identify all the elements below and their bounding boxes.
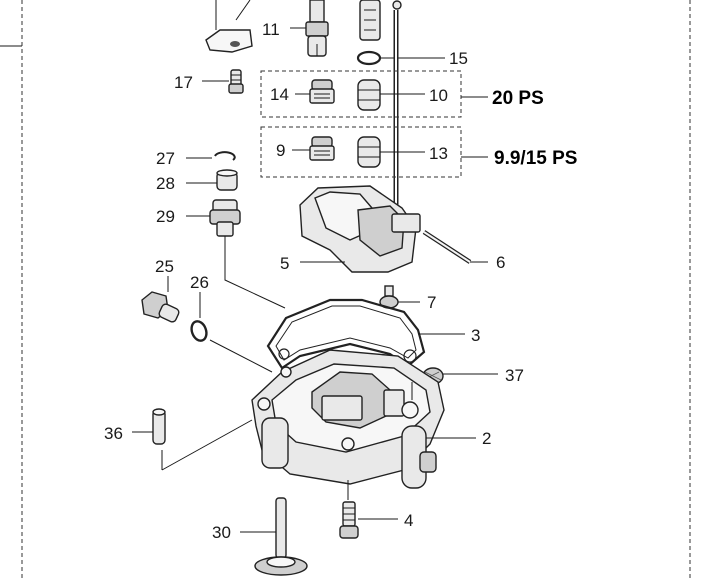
part-36-pin [132, 408, 253, 471]
page-border [0, 0, 691, 578]
group-20ps-box [260, 70, 488, 118]
part-6-float-pin [422, 230, 488, 264]
callout-17: 17 [174, 73, 193, 92]
part-2-float-chamber [251, 349, 476, 489]
variant-label-9915ps: 9.9/15 PS [494, 148, 577, 169]
part-17-screw [202, 69, 244, 94]
callout-6: 6 [496, 253, 505, 272]
callout-11: 11 [262, 20, 280, 39]
callout-30: 30 [212, 523, 231, 542]
callout-9: 9 [276, 141, 285, 160]
part-10-jet-holder [357, 79, 425, 111]
part-11-pilot-jet [290, 0, 329, 57]
part-28-cap [186, 169, 238, 191]
part-29-needle-valve [186, 199, 286, 309]
part-bracket [205, 0, 253, 53]
callout-labels: 11 15 17 14 10 9 13 27 28 29 5 6 25 26 7… [104, 20, 577, 542]
part-26-washer [190, 292, 273, 373]
variant-label-20ps: 20 PS [492, 88, 544, 109]
part-14-main-jet [295, 79, 335, 104]
callout-28: 28 [156, 174, 175, 193]
callout-2: 2 [482, 429, 491, 448]
callout-3: 3 [471, 326, 480, 345]
callout-13: 13 [429, 144, 448, 163]
callout-14: 14 [270, 85, 289, 104]
callout-4: 4 [404, 511, 413, 530]
part-4-screw [339, 480, 398, 539]
group-9915ps-box [260, 126, 488, 178]
part-25-drain-screw [141, 276, 180, 323]
callout-36: 36 [104, 424, 123, 443]
callout-5: 5 [280, 254, 289, 273]
callout-29: 29 [156, 207, 175, 226]
callout-26: 26 [190, 273, 209, 292]
callout-27: 27 [156, 149, 175, 168]
part-emulsion-tube [359, 0, 381, 41]
part-9-main-jet [292, 136, 335, 161]
callout-37: 37 [505, 366, 524, 385]
callout-7: 7 [427, 293, 436, 312]
callout-25: 25 [155, 257, 174, 276]
throttle-shaft [392, 0, 402, 210]
part-5-float [299, 185, 421, 273]
part-3-gasket [266, 298, 465, 370]
part-13-jet-holder [357, 136, 425, 168]
part-7-screw [379, 285, 420, 309]
callout-10: 10 [429, 86, 448, 105]
callout-15: 15 [449, 49, 468, 68]
part-15-o-ring [356, 50, 445, 66]
part-30-plunger [240, 497, 308, 576]
part-27-clip [186, 151, 236, 161]
